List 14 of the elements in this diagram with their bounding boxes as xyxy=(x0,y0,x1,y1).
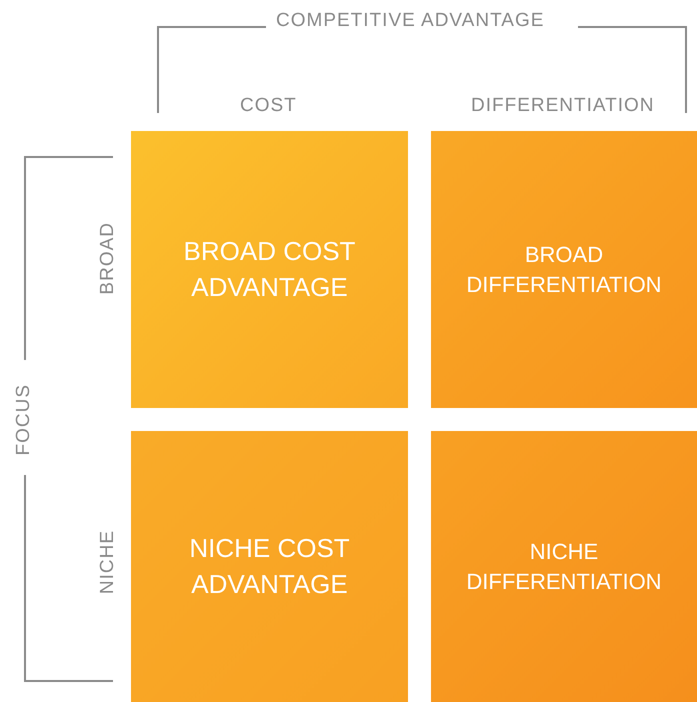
quadrant-title: NICHE DIFFERENTIATION xyxy=(465,538,663,596)
axis-title: FOCUS xyxy=(13,384,35,456)
row-label: BROAD xyxy=(97,222,119,295)
column-label: DIFFERENTIATION xyxy=(471,95,655,117)
quadrant-title: BROAD DIFFERENTIATION xyxy=(465,240,663,298)
column-label: COST xyxy=(240,95,297,117)
quadrant-box xyxy=(131,131,408,408)
quadrant-title: NICHE COST ADVANTAGE xyxy=(188,532,351,600)
row-label: NICHE xyxy=(97,530,119,594)
quadrant-box xyxy=(431,431,697,702)
quadrant-box xyxy=(431,131,697,408)
quadrant-box xyxy=(131,431,408,702)
quadrant-title: BROAD COST ADVANTAGE xyxy=(182,235,356,304)
axis-title: COMPETITIVE ADVANTAGE xyxy=(276,10,544,32)
